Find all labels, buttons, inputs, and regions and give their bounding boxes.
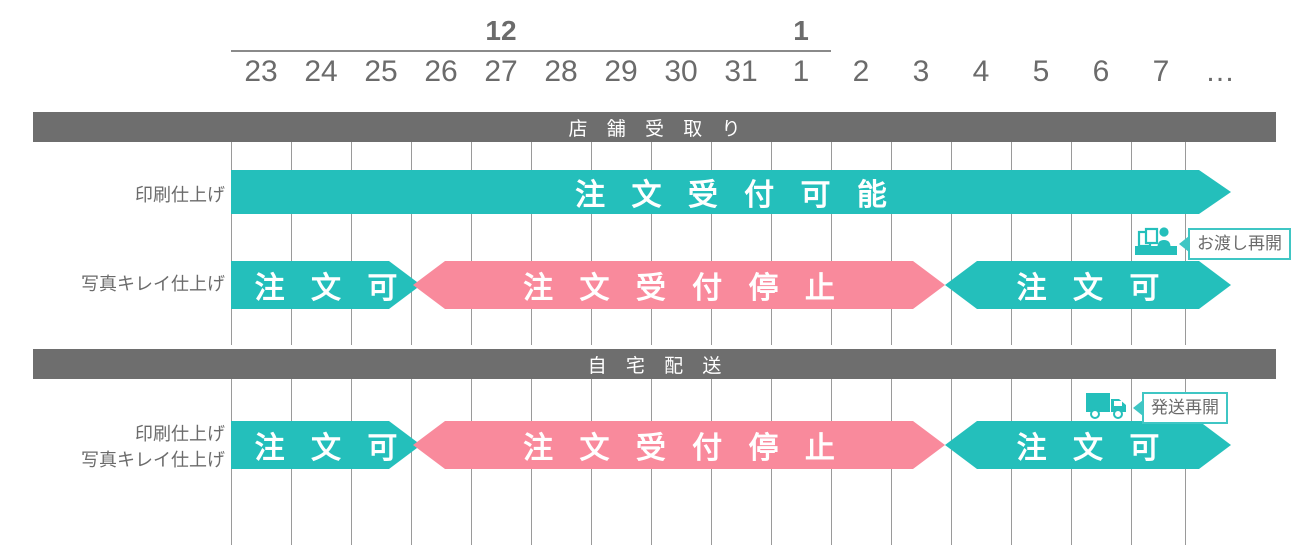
gridline (411, 375, 412, 545)
row-label-photo-finish: 写真キレイ仕上げ (81, 271, 225, 297)
day-label: 30 (664, 55, 698, 88)
gridline (711, 138, 712, 345)
status-bar-label: 注 文 可 (254, 432, 407, 465)
month-rule (771, 50, 831, 52)
gridline (831, 138, 832, 345)
gridline (471, 138, 472, 345)
day-label: 29 (604, 55, 638, 88)
status-bar-order-suspended[interactable]: 注 文 受 付 停 止 (413, 421, 945, 469)
gridline (891, 138, 892, 345)
day-label: 23 (244, 55, 278, 88)
row-label-print-and-photo-finish: 印刷仕上げ 写真キレイ仕上げ (81, 421, 225, 473)
gridline (951, 138, 952, 345)
status-bar-order-open[interactable]: 注 文 可 (231, 261, 421, 309)
gridline (591, 138, 592, 345)
row-label-text: 印刷仕上げ (135, 185, 225, 205)
day-label: 3 (912, 55, 930, 88)
gridline (771, 138, 772, 345)
day-label: 26 (424, 55, 458, 88)
bar-shape-chevron (945, 421, 1231, 469)
status-bar-label: 注 文 受 付 可 能 (575, 179, 896, 212)
status-bar-label: 注 文 可 (254, 272, 407, 305)
day-label: 1 (792, 55, 810, 88)
bar-shape-arrow (231, 261, 421, 309)
status-bar-order-open[interactable]: 注 文 受 付 可 能 (231, 170, 1231, 214)
month-label: 1 (793, 15, 809, 46)
store-pickup-person-icon (1135, 226, 1177, 261)
callout-notch-icon (1133, 399, 1143, 416)
status-bar-label: 注 文 受 付 停 止 (523, 272, 844, 305)
callout-text: お渡し再開 (1188, 227, 1291, 260)
row-label-print-finish: 印刷仕上げ (135, 182, 225, 208)
row-label-text-line1: 印刷仕上げ (135, 424, 225, 444)
day-label: 5 (1032, 55, 1050, 88)
delivery-truck-icon-svg (1086, 393, 1126, 419)
day-label: 4 (972, 55, 990, 88)
gridline (411, 138, 412, 345)
row-label-text-line2: 写真キレイ仕上げ (81, 450, 225, 470)
delivery-truck-icon (1085, 390, 1131, 425)
status-bar-label: 注 文 受 付 停 止 (523, 432, 844, 465)
status-bar-label: 注 文 可 (1016, 432, 1169, 465)
callout-notch-icon (1179, 235, 1189, 252)
status-bar-label: 注 文 可 (1016, 272, 1169, 305)
gridline (951, 375, 952, 545)
section-header-home-delivery: 自 宅 配 送 (33, 349, 1276, 379)
store-pickup-person-icon-svg (1135, 227, 1177, 255)
gridline (231, 138, 232, 345)
callout-text: 発送再開 (1142, 391, 1228, 424)
section-title: 自 宅 配 送 (587, 355, 729, 377)
bar-shape-chevron (945, 261, 1231, 309)
row-label-text: 写真キレイ仕上げ (81, 274, 225, 294)
gridline (651, 138, 652, 345)
gridline (351, 138, 352, 345)
section-header-store-pickup: 店 舗 受 取 り (33, 112, 1276, 142)
status-bar-order-open[interactable]: 注 文 可 (945, 261, 1231, 309)
day-label: 2 (852, 55, 870, 88)
status-bar-order-suspended[interactable]: 注 文 受 付 停 止 (413, 261, 945, 309)
status-bar-order-open[interactable]: 注 文 可 (231, 421, 421, 469)
bar-shape-arrow (231, 170, 1231, 214)
section-title: 店 舗 受 取 り (568, 118, 748, 140)
day-label: 7 (1152, 55, 1170, 88)
day-label-ellipsis: … (1205, 55, 1237, 88)
callout-shipping-resume[interactable]: 発送再開 (1085, 390, 1228, 425)
gridline (291, 138, 292, 345)
gridline (1131, 138, 1132, 345)
month-label-group: 1 (771, 14, 831, 52)
month-label-group: 12 (231, 14, 771, 52)
day-label: 24 (304, 55, 338, 88)
bar-shape-chevron (413, 421, 945, 469)
status-bar-order-open[interactable]: 注 文 可 (945, 421, 1231, 469)
callout-handover-resume[interactable]: お渡し再開 (1135, 226, 1291, 261)
gridline (1011, 138, 1012, 345)
month-rule (231, 50, 771, 52)
day-label: 25 (364, 55, 398, 88)
month-label: 12 (485, 15, 517, 46)
date-axis: 12 1 23 24 25 26 27 28 29 30 31 1 2 3 4 … (0, 0, 1310, 108)
day-label: 31 (724, 55, 758, 88)
gridline (531, 138, 532, 345)
gridline (1071, 138, 1072, 345)
day-label: 27 (484, 55, 518, 88)
bar-shape-chevron (413, 261, 945, 309)
day-label: 6 (1092, 55, 1110, 88)
day-label: 28 (544, 55, 578, 88)
bar-shape-arrow (231, 421, 421, 469)
